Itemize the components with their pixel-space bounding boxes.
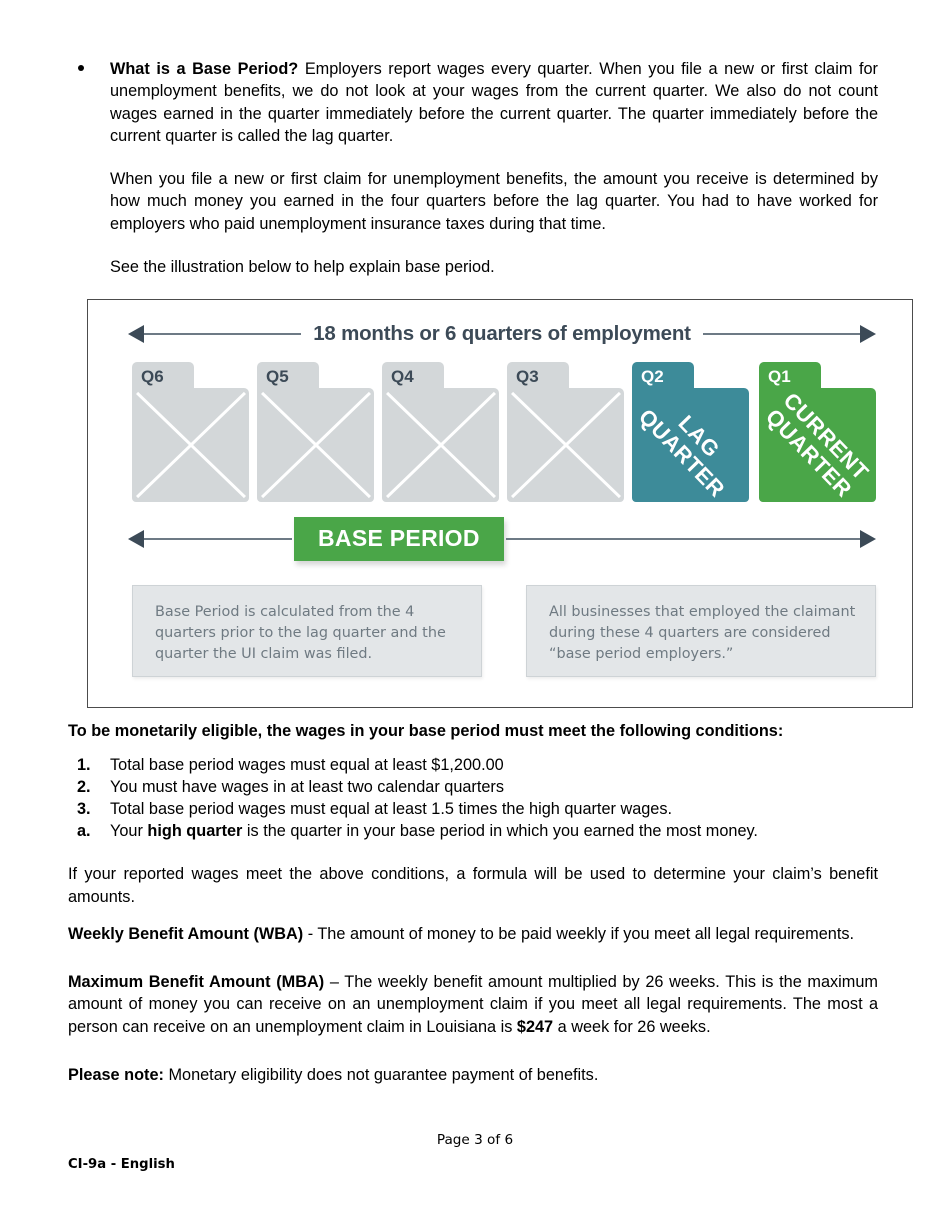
quarter-folder-q6: Q6 [132, 362, 249, 502]
arrow-right-icon [860, 530, 876, 548]
bullet-dot-icon [78, 65, 84, 71]
current-quarter-label: CURRENT QUARTER [761, 388, 875, 502]
note-left-text: Base Period is calculated from the 4 qua… [155, 604, 446, 662]
quarter-folder-q5: Q5 [257, 362, 374, 502]
condition-marker: 1. [77, 756, 91, 775]
condition-item-1: 1. Total base period wages must equal at… [68, 754, 878, 776]
quarter-body [507, 388, 624, 502]
please-note-text: Monetary eligibility does not guarantee … [163, 1066, 599, 1085]
quarter-folders: Q6 Q5 Q4 [132, 362, 876, 502]
arrow-line-left [144, 333, 302, 335]
paragraph-3: See the illustration below to help expla… [110, 258, 495, 277]
quarter-tab-label: Q4 [382, 362, 444, 390]
eligibility-heading: To be monetarily eligible, the wages in … [68, 722, 784, 740]
quarter-folder-q4: Q4 [382, 362, 499, 502]
note-right-text: All businesses that employed the claiman… [549, 604, 856, 662]
paragraph-2-block: When you file a new or first claim for u… [68, 168, 878, 235]
mba-amount: $247 [516, 1017, 554, 1036]
condition-text-after: is the quarter in your base period in wh… [242, 822, 758, 841]
quarter-tab-label: Q3 [507, 362, 569, 390]
condition-marker: 3. [77, 800, 91, 819]
quarter-tab-label: Q5 [257, 362, 319, 390]
quarter-folder-q1-current: Q1 CURRENT QUARTER [759, 362, 876, 502]
employment-span-arrow: 18 months or 6 quarters of employment [128, 320, 877, 348]
quarter-body: LAG QUARTER [632, 388, 749, 502]
document-id: CI-9a - English [68, 1157, 175, 1172]
condition-marker: 2. [77, 778, 91, 797]
condition-text: You must have wages in at least two cale… [110, 778, 504, 797]
base-period-bullet: What is a Base Period? Employers report … [68, 58, 878, 147]
paragraph-2: When you file a new or first claim for u… [110, 170, 878, 233]
crossed-out-icon [257, 388, 374, 502]
wba-paragraph: Weekly Benefit Amount (WBA) - The amount… [68, 923, 878, 945]
mba-label: Maximum Benefit Amount (MBA) [68, 973, 325, 992]
note-box-right: All businesses that employed the claiman… [526, 585, 876, 677]
spacer [68, 908, 878, 923]
crossed-out-icon [382, 388, 499, 502]
note-box-left: Base Period is calculated from the 4 qua… [132, 585, 482, 677]
crossed-out-icon [507, 388, 624, 502]
spacer [68, 235, 878, 256]
arrow-line-left [144, 538, 292, 540]
condition-item-2: 2. You must have wages in at least two c… [68, 776, 878, 798]
condition-text: Total base period wages must equal at le… [110, 756, 504, 775]
formula-paragraph: If your reported wages meet the above co… [68, 865, 878, 906]
arrow-line-right [702, 333, 861, 335]
base-period-heading: What is a Base Period? [110, 60, 299, 78]
mba-text-2: a week for 26 weeks. [553, 1017, 711, 1036]
please-note-paragraph: Please note: Monetary eligibility does n… [68, 1064, 878, 1086]
arrow-line-right [505, 538, 860, 540]
high-quarter-emphasis: high quarter [147, 822, 243, 841]
quarter-body [257, 388, 374, 502]
spacer [68, 945, 878, 971]
lag-quarter-label: LAG QUARTER [634, 403, 731, 502]
paragraph-3-block: See the illustration below to help expla… [68, 256, 878, 278]
mba-text-1: – The weekly benefit amount multiplied b… [68, 973, 878, 1036]
quarter-body [132, 388, 249, 502]
quarter-body: CURRENT QUARTER [759, 388, 876, 502]
quarter-folder-q3: Q3 [507, 362, 624, 502]
wba-text: - The amount of money to be paid weekly … [303, 924, 855, 943]
eligibility-conditions-list: 1. Total base period wages must equal at… [68, 754, 878, 842]
eligibility-section: To be monetarily eligible, the wages in … [68, 720, 878, 1086]
condition-marker: a. [77, 822, 91, 841]
base-period-paragraph: What is a Base Period? Employers report … [110, 58, 878, 147]
base-period-arrow-row: BASE PERIOD [128, 517, 876, 561]
intro-section: What is a Base Period? Employers report … [68, 58, 878, 278]
page-footer: Page 3 of 6 CI-9a - English [0, 1132, 950, 1192]
quarter-tab-label: Q2 [632, 362, 694, 390]
page-number: Page 3 of 6 [436, 1132, 514, 1148]
arrow-left-icon [128, 530, 144, 548]
quarter-tab-label: Q6 [132, 362, 194, 390]
condition-item-3: 3. Total base period wages must equal at… [68, 798, 878, 820]
quarter-body [382, 388, 499, 502]
mba-paragraph: Maximum Benefit Amount (MBA) – The weekl… [68, 971, 878, 1038]
arrow-right-icon [860, 325, 877, 343]
base-period-body: Employers report wages every quarter. Wh… [110, 60, 878, 145]
lag-quarter-label-wrap: LAG QUARTER [632, 388, 749, 502]
condition-item-a: a. Your high quarter is the quarter in y… [68, 820, 878, 842]
illustration-notes: Base Period is calculated from the 4 qua… [132, 585, 876, 677]
employment-span-label: 18 months or 6 quarters of employment [313, 322, 691, 345]
spacer [68, 147, 878, 168]
base-period-banner: BASE PERIOD [294, 517, 504, 561]
quarter-tab-label: Q1 [759, 362, 821, 390]
condition-text-before: Your [110, 822, 148, 841]
current-quarter-label-wrap: CURRENT QUARTER [759, 388, 876, 502]
condition-text: Total base period wages must equal at le… [110, 800, 673, 819]
wba-label: Weekly Benefit Amount (WBA) [68, 924, 304, 943]
base-period-illustration: 18 months or 6 quarters of employment Q6… [87, 299, 913, 708]
arrow-left-icon [128, 325, 144, 343]
spacer [68, 842, 878, 863]
quarter-folder-q2-lag: Q2 LAG QUARTER [632, 362, 749, 502]
crossed-out-icon [132, 388, 249, 502]
please-note-label: Please note: [68, 1066, 164, 1085]
spacer [68, 1038, 878, 1064]
